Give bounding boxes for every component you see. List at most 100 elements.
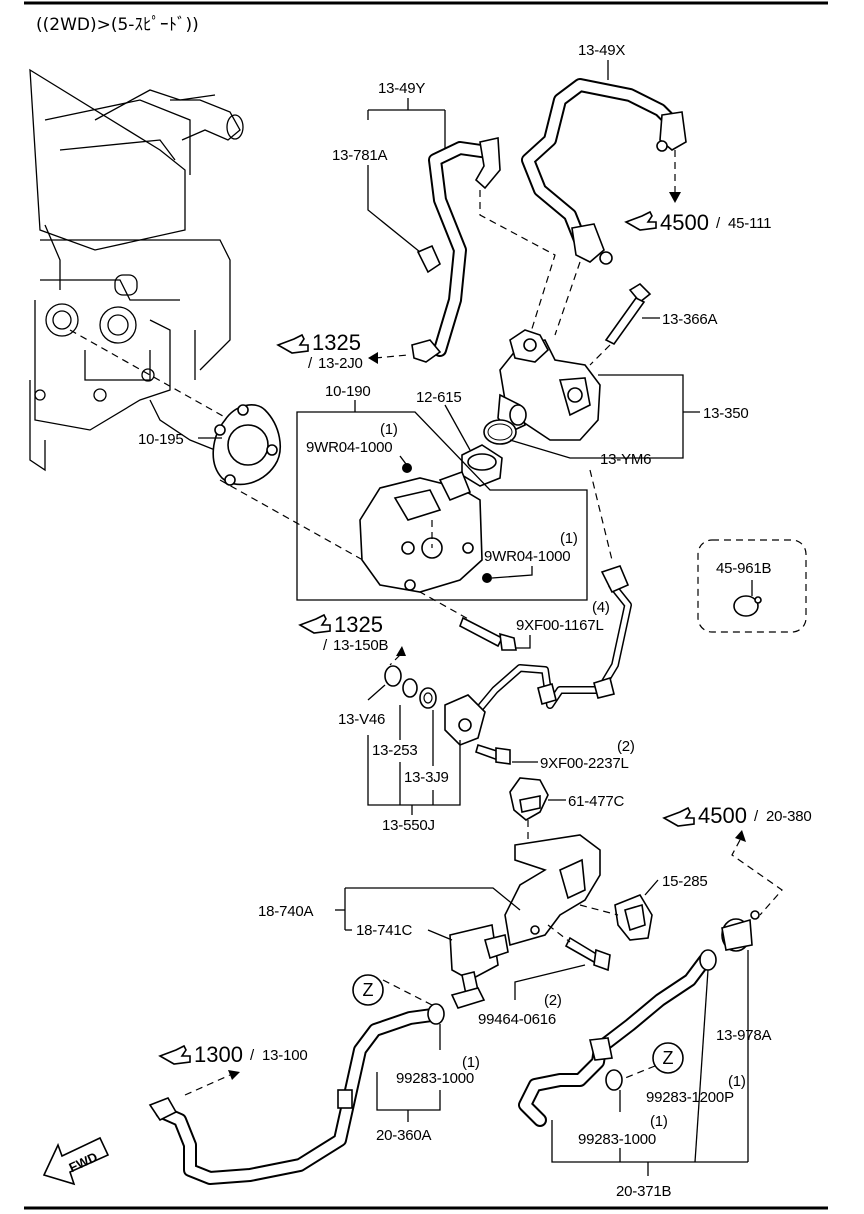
leader-18-741c — [427, 929, 453, 941]
ref-1325-a-sub: 13-2J0 — [318, 355, 363, 372]
zone-marker-z2-label: Z — [663, 1048, 674, 1068]
label-13-350: 13-350 — [703, 405, 749, 422]
vacuum-hose-20-360a — [148, 1008, 439, 1185]
ref-1325-13-2j0[interactable]: 1325 / 13-2J0 — [276, 330, 363, 372]
label-10-190: 10-190 — [325, 383, 371, 400]
label-13-49x: 13-49X — [578, 42, 625, 59]
ref-slash-c: / — [323, 637, 328, 654]
ref-4500-20-380[interactable]: 4500 / 20-380 — [662, 803, 812, 828]
arrow-to-1300 — [184, 1074, 231, 1096]
label-9xf00-2237l: 9XF00-2237L — [540, 755, 629, 772]
ref-1325-13-150b[interactable]: 1325 / 13-150B — [298, 612, 389, 654]
leader-12-615 — [444, 404, 471, 451]
arrow-head-4500-b — [735, 830, 746, 842]
ref-1300-sub: 13-100 — [262, 1047, 308, 1064]
qty-9xf00-1167l: (4) — [592, 599, 610, 616]
ref-slash-a: / — [716, 215, 721, 232]
label-99283-1000-b: 99283-1000 — [578, 1131, 656, 1148]
label-99283-1200p: 99283-1200P — [646, 1089, 734, 1106]
ref-slash-d: / — [754, 808, 759, 825]
label-61-477c: 61-477C — [568, 793, 625, 810]
label-9wr04-b: 9WR04-1000 — [484, 548, 570, 565]
pump-housing-10-190 — [359, 470, 483, 593]
seal-13-253 — [402, 678, 418, 698]
bolt-13-366a — [604, 282, 652, 346]
hand-pointer-icon — [662, 806, 695, 827]
bracket-13-350 — [598, 374, 684, 459]
label-13-366a: 13-366A — [662, 311, 718, 328]
label-10-195: 10-195 — [138, 431, 184, 448]
fuel-pressure-sensor — [444, 694, 486, 746]
leader-engine-gasket — [69, 329, 231, 421]
arrow-head-1325-b — [396, 646, 406, 656]
zone-marker-z1-label: Z — [363, 980, 374, 1000]
ref-4500-b-sub: 20-380 — [766, 808, 812, 825]
leader-hose-y-pump — [479, 190, 556, 336]
clamp-61-477c — [509, 777, 549, 821]
leader-9wr04-a — [399, 455, 407, 465]
leader-bolt-pump — [589, 344, 611, 366]
hand-pointer-icon — [624, 210, 657, 231]
plug-45-961b-nub — [754, 596, 762, 604]
ref-4500-a-main: 4500 — [660, 210, 709, 235]
bolt-99464-0616 — [564, 936, 611, 972]
qty-9xf00-2237l: (2) — [617, 738, 635, 755]
ref-1325-b-sub: 13-150B — [333, 637, 389, 654]
leader-18-740a — [345, 887, 521, 911]
bolt-9wr04-b — [482, 573, 492, 583]
qty-99283-1000-a: (1) — [462, 1054, 480, 1071]
leader-13-v46 — [367, 684, 386, 701]
leader-z2 — [619, 1065, 656, 1081]
label-9xf00-1167l: 9XF00-1167L — [516, 617, 604, 634]
label-13-3j9: 13-3J9 — [404, 769, 449, 786]
label-13-978a: 13-978A — [716, 1027, 772, 1044]
gasket-10-195 — [212, 404, 281, 486]
label-99283-1000-a: 99283-1000 — [396, 1070, 474, 1087]
leader-13-ym6 — [509, 439, 598, 459]
frame-10-190 — [296, 411, 588, 601]
leader-pump-pipe — [589, 469, 613, 561]
hose-clamp-99283-1000-a — [427, 1003, 445, 1025]
label-13-781a: 13-781A — [332, 147, 388, 164]
arrow-head-4500-a — [669, 192, 681, 203]
label-20-371b: 20-371B — [616, 1183, 672, 1200]
ref-1325-a-main: 1325 — [312, 330, 361, 355]
label-13-550j: 13-550J — [382, 817, 435, 834]
tappet-12-615 — [461, 444, 503, 487]
arrow-to-4500-b — [731, 839, 783, 916]
ref-1300-13-100[interactable]: 1300 / 13-100 — [158, 1042, 308, 1067]
hose-13-49y — [411, 137, 501, 363]
label-13-253: 13-253 — [372, 742, 418, 759]
label-12-615: 12-615 — [416, 389, 462, 406]
hose-13-49x — [521, 78, 687, 265]
seal-13-3j9 — [419, 687, 437, 709]
hand-pointer-icon — [276, 333, 309, 354]
pump-13-350 — [497, 329, 601, 441]
leader-9xf00-1167l — [516, 635, 531, 649]
bracket-20-371b — [551, 1120, 748, 1163]
label-18-740a: 18-740A — [258, 903, 314, 920]
ref-slash-b: / — [308, 355, 313, 372]
leader-99283-1200p — [694, 969, 709, 1163]
label-9wr04-a: 9WR04-1000 — [306, 439, 392, 456]
label-20-360a: 20-360A — [376, 1127, 432, 1144]
hand-pointer-icon — [158, 1044, 191, 1065]
leader-hose-x-pump — [554, 261, 581, 336]
leader-15-285 — [644, 879, 659, 896]
qty-9wr04-a: (1) — [380, 421, 398, 438]
hose-clamp-99283-1000-b — [605, 1069, 623, 1091]
ref-4500-b-main: 4500 — [698, 803, 747, 828]
qty-9wr04-b: (1) — [560, 530, 578, 547]
bracket-13-550j — [367, 735, 461, 806]
leader-bolt-bracket — [547, 924, 571, 943]
check-valve-13-978a — [721, 910, 760, 952]
hose-clamp-99283-1200p — [699, 949, 717, 971]
bolt-9wr04-a — [402, 463, 412, 473]
qty-99283-1200p: (1) — [728, 1073, 746, 1090]
ref-4500-45-111[interactable]: 4500 / 45-111 — [624, 210, 771, 235]
clip-15-285 — [614, 894, 653, 941]
engine-block-illustration — [29, 68, 244, 472]
seal-13-v46 — [384, 665, 402, 687]
label-18-741c: 18-741C — [356, 922, 413, 939]
